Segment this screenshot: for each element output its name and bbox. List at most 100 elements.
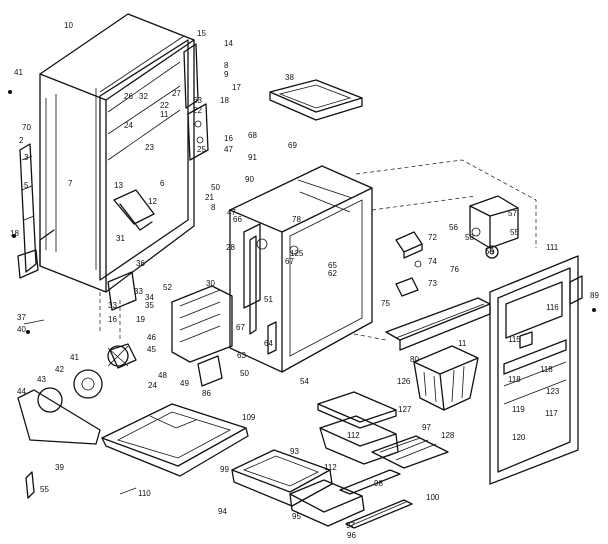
callout-c44: 44 xyxy=(17,387,26,396)
callout-c27: 27 xyxy=(172,89,181,98)
callout-c37: 37 xyxy=(17,313,26,322)
callout-c49: 49 xyxy=(180,379,189,388)
callout-c47a: 47 xyxy=(224,145,233,154)
callout-c3: 3 xyxy=(24,153,29,162)
callout-c97: 97 xyxy=(422,423,431,432)
callout-c118a: 118 xyxy=(508,375,521,384)
callout-c13: 13 xyxy=(114,181,123,190)
callout-c55: 55 xyxy=(40,485,49,494)
callout-c90: 90 xyxy=(245,175,254,184)
callout-c16: 16 xyxy=(224,134,233,143)
fasteners xyxy=(8,90,596,499)
callout-c72: 72 xyxy=(428,233,437,242)
liner-brackets xyxy=(243,223,299,355)
callout-c97b: 97 xyxy=(346,521,355,530)
callout-c31: 31 xyxy=(116,234,125,243)
callout-c111: 111 xyxy=(546,243,559,252)
callout-c98: 98 xyxy=(374,479,383,488)
callout-c42: 42 xyxy=(55,365,64,374)
crisper-drawers xyxy=(317,391,449,469)
callout-c39: 39 xyxy=(55,463,64,472)
drawer-tray-95 xyxy=(289,479,365,527)
callout-c93: 93 xyxy=(290,447,299,456)
callout-c38: 38 xyxy=(285,73,294,82)
callout-c19: 19 xyxy=(136,315,145,324)
callout-c109: 109 xyxy=(242,413,256,422)
callout-c99: 99 xyxy=(220,465,229,474)
callout-c112a: 112 xyxy=(347,431,360,440)
breaker-strip-left xyxy=(17,143,39,279)
callout-c12: 12 xyxy=(148,197,157,206)
callout-c18: 18 xyxy=(220,96,229,105)
callout-c41b: 41 xyxy=(70,353,79,362)
callout-c21: 21 xyxy=(205,193,214,202)
callout-c123: 123 xyxy=(546,387,560,396)
callout-c76: 76 xyxy=(450,265,459,274)
callout-c32: 32 xyxy=(139,92,148,101)
fresh-food-liner xyxy=(229,165,373,373)
callout-c6: 6 xyxy=(160,179,165,188)
callout-c52: 52 xyxy=(163,283,172,292)
callout-c59: 59 xyxy=(485,247,494,256)
callout-c55b: 55 xyxy=(510,228,519,237)
callout-c68: 68 xyxy=(248,131,257,140)
callout-c80: 80 xyxy=(410,355,419,364)
leader-lines xyxy=(99,159,537,341)
callout-c7: 7 xyxy=(68,179,73,188)
callout-c46: 46 xyxy=(147,333,156,342)
callout-c24: 24 xyxy=(124,121,133,130)
callout-c63b: 63 xyxy=(237,351,246,360)
callout-c91: 91 xyxy=(248,153,257,162)
callout-c65: 65 xyxy=(328,261,337,270)
callout-c24b: 24 xyxy=(148,381,157,390)
callout-c50b: 50 xyxy=(240,369,249,378)
callout-c48: 48 xyxy=(158,371,167,380)
callout-c35: 35 xyxy=(145,301,154,310)
callout-c28: 28 xyxy=(226,243,235,252)
crisper-bin-11 xyxy=(413,345,479,411)
callout-c22b: 22 xyxy=(193,106,202,115)
callout-c30: 30 xyxy=(206,279,215,288)
callout-c78: 78 xyxy=(292,215,301,224)
callout-c33: 33 xyxy=(134,287,143,296)
callout-c56: 56 xyxy=(449,223,458,232)
callout-c43: 43 xyxy=(37,375,46,384)
callout-c94: 94 xyxy=(218,507,227,516)
callout-c112b: 112 xyxy=(324,463,337,472)
callout-c8a: 8 xyxy=(224,61,229,70)
callout-c128: 128 xyxy=(441,431,455,440)
callout-c117: 117 xyxy=(545,409,558,418)
callout-c33b: 33 xyxy=(108,301,117,310)
fan-assembly-right xyxy=(469,195,519,259)
callout-c74: 74 xyxy=(428,257,437,266)
callout-c15: 15 xyxy=(197,29,206,38)
callout-c17: 17 xyxy=(232,83,241,92)
callout-c58: 58 xyxy=(465,233,474,242)
freezer-bracket xyxy=(107,189,155,311)
callout-c34: 34 xyxy=(145,293,154,302)
callout-c57: 57 xyxy=(508,209,517,218)
callout-c100: 100 xyxy=(426,493,440,502)
callout-c67a: 67 xyxy=(285,257,294,266)
callout-c66: 66 xyxy=(233,215,242,224)
evaporator-cover xyxy=(171,285,233,387)
callout-c5: 5 xyxy=(24,181,29,190)
callout-c11: 11 xyxy=(160,110,169,119)
callout-c96: 96 xyxy=(347,531,356,540)
callout-c64: 64 xyxy=(264,339,273,348)
freezer-shelf-109 xyxy=(101,403,249,477)
door-rail-80 xyxy=(385,297,491,351)
callout-c127: 127 xyxy=(398,405,412,414)
callout-c118b: 118 xyxy=(540,365,553,374)
callout-c8b: 8 xyxy=(211,203,216,212)
callout-c70: 70 xyxy=(22,123,31,132)
callout-c9: 9 xyxy=(224,70,229,79)
callout-c115: 115 xyxy=(508,335,521,344)
callout-c125: 125 xyxy=(290,249,304,258)
callout-c69: 69 xyxy=(288,141,297,150)
callout-c73: 73 xyxy=(428,279,437,288)
callout-c126: 126 xyxy=(397,377,411,386)
callout-c110: 110 xyxy=(138,489,151,498)
